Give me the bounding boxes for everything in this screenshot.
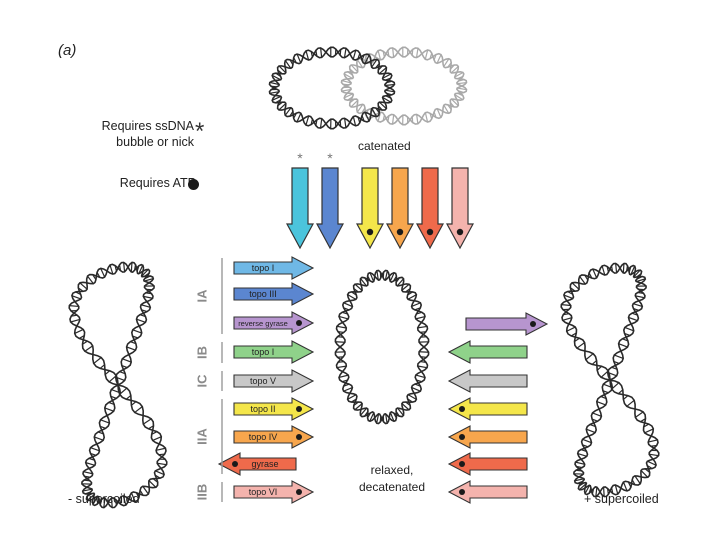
family-label: IIA	[195, 428, 210, 445]
atp-dot-icon	[296, 489, 302, 495]
negative-supercoiled-dna	[69, 262, 167, 507]
catenated-dna-ring-gray	[342, 47, 467, 124]
atp-dot-icon	[530, 321, 536, 327]
supercoil-arrow	[449, 398, 527, 420]
catenated-dna-ring-black	[270, 47, 395, 128]
supercoil-arrow	[449, 426, 527, 448]
supercoil-arrow	[449, 453, 527, 475]
atp-dot-icon	[459, 489, 465, 495]
enzyme-arrow: topo IV	[234, 426, 313, 448]
supercoil-arrow	[449, 341, 527, 363]
atp-dot-icon	[397, 229, 403, 235]
atp-dot-icon	[232, 461, 238, 467]
enzyme-arrow: topo II	[234, 398, 313, 420]
family-label: IIB	[195, 484, 210, 501]
asterisk-icon: *	[195, 118, 204, 146]
enzyme-label: topo V	[250, 376, 276, 386]
supercoil-arrow-group	[449, 313, 547, 503]
family-iia: IIA	[195, 399, 223, 474]
atp-dot-icon	[427, 229, 433, 235]
panel-label: (a)	[58, 42, 76, 59]
family-ib: IB	[195, 342, 223, 363]
relaxed-label: relaxed, decatenated	[348, 462, 436, 496]
positive-supercoiled-label: + supercoiled	[584, 492, 659, 506]
atp-dot-icon	[459, 434, 465, 440]
enzyme-label: topo IV	[249, 432, 278, 442]
family-ic: IC	[195, 371, 223, 391]
enzyme-arrow: gyrase	[219, 453, 296, 475]
enzyme-arrow: topo V	[234, 370, 313, 392]
family-ia: IA	[195, 258, 223, 334]
enzyme-label: topo III	[249, 289, 277, 299]
asterisk-icon: *	[297, 150, 303, 166]
decatenation-arrow: *	[317, 150, 343, 248]
catenated-label: catenated	[358, 139, 411, 153]
enzyme-label: topo II	[250, 404, 275, 414]
atp-dot-icon	[367, 229, 373, 235]
enzyme-label: gyrase	[251, 459, 278, 469]
asterisk-icon: *	[327, 150, 333, 166]
supercoil-arrow	[466, 313, 547, 335]
relaxed-dna-ring	[335, 271, 428, 424]
family-label: IC	[195, 374, 210, 388]
legend-ssdna-label: Requires ssDNA bubble or nick	[80, 118, 194, 150]
atp-dot-icon	[459, 461, 465, 467]
enzyme-arrow-group: topo I topo III reverse gyrase topo I topo V…	[219, 257, 313, 503]
decatenation-arrow	[417, 168, 443, 248]
atp-dot-icon	[296, 434, 302, 440]
atp-dot-icon	[459, 406, 465, 412]
family-label: IB	[195, 346, 210, 359]
enzyme-label: topo I	[252, 347, 275, 357]
enzyme-arrow: topo I	[234, 257, 313, 279]
dna-layer	[69, 47, 659, 507]
negative-supercoiled-label: - supercoiled	[68, 492, 140, 506]
enzyme-label: topo VI	[249, 487, 278, 497]
supercoil-arrow	[449, 481, 527, 503]
atp-dot-icon	[296, 406, 302, 412]
decatenation-arrow-group: **	[287, 150, 473, 248]
enzyme-arrow: topo VI	[234, 481, 313, 503]
positive-supercoiled-dna	[561, 263, 659, 496]
enzyme-arrow: topo III	[234, 283, 313, 305]
enzyme-label: reverse gyrase	[238, 319, 288, 328]
family-label-group: IA IB IC IIA IIB	[195, 258, 223, 502]
atp-dot-icon	[296, 320, 302, 326]
enzyme-arrow: reverse gyrase	[234, 312, 313, 334]
legend-atp-label: Requires ATP	[96, 176, 196, 190]
enzyme-label: topo I	[252, 263, 275, 273]
decatenation-arrow	[447, 168, 473, 248]
family-label: IA	[195, 289, 210, 303]
family-iib: IIB	[195, 482, 223, 502]
decatenation-arrow	[357, 168, 383, 248]
decatenation-arrow: *	[287, 150, 313, 248]
atp-dot-icon	[457, 229, 463, 235]
atp-dot-icon	[188, 179, 199, 190]
enzyme-arrow: topo I	[234, 341, 313, 363]
decatenation-arrow	[387, 168, 413, 248]
supercoil-arrow	[449, 370, 527, 392]
